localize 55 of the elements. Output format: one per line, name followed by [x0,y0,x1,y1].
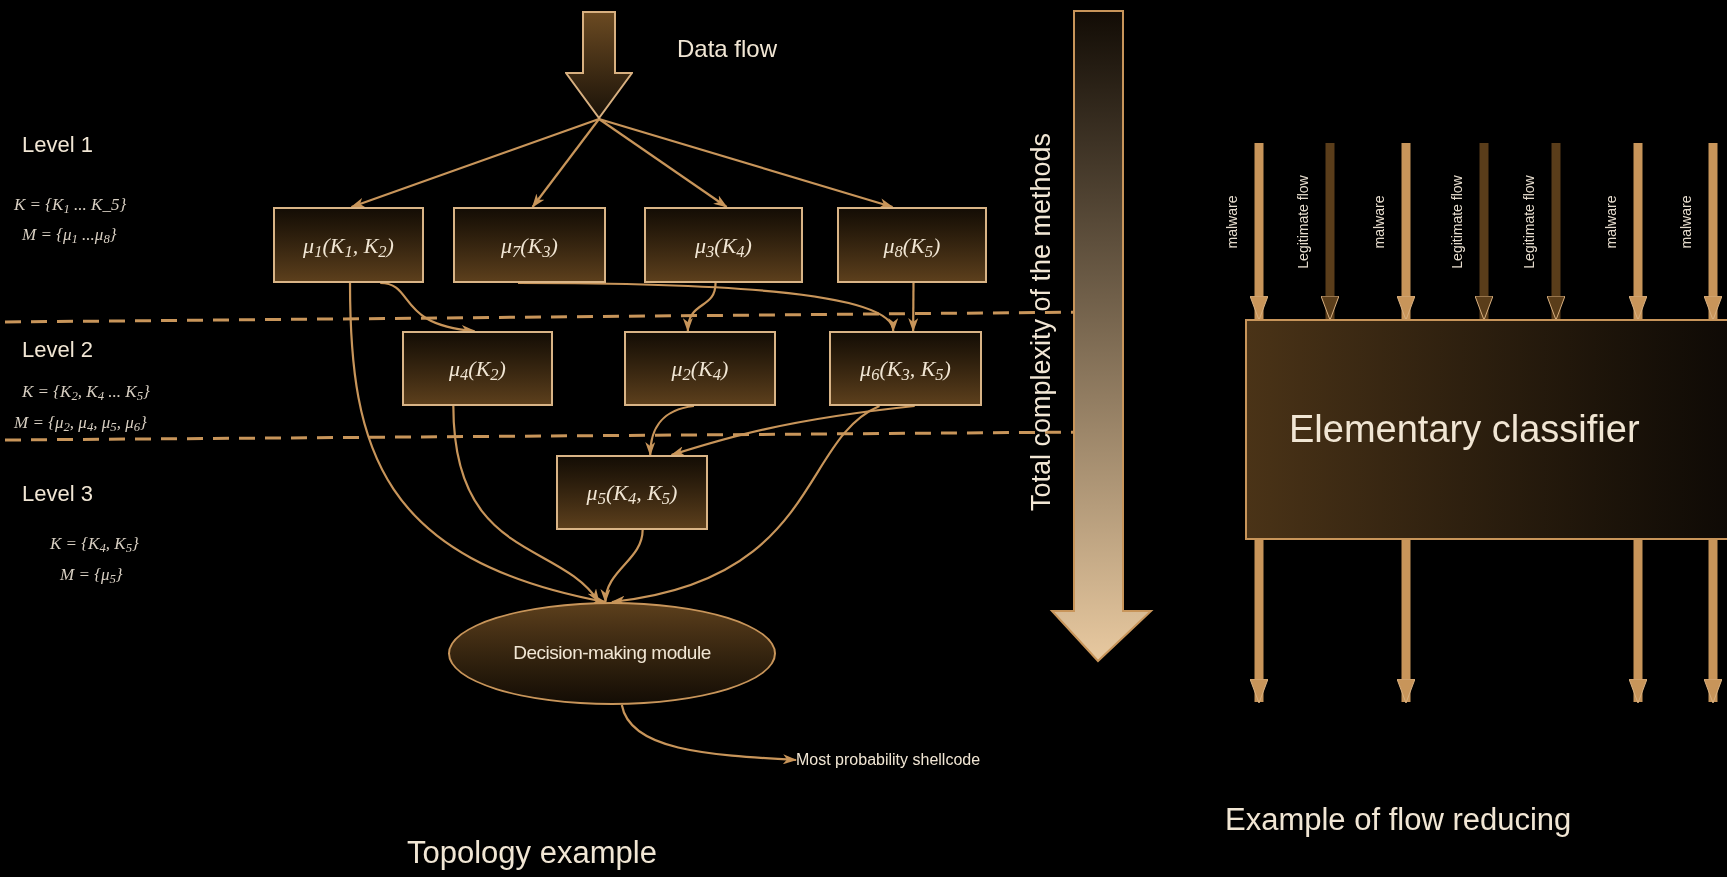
arrow [1396,143,1416,321]
method-box: μ$_{1}$(K$_{1}$, K$_{2}$) [273,207,424,283]
level-label: Level 2 [22,336,93,364]
decision-ellipse: Decision-making module [448,602,776,705]
arrow [598,118,728,208]
set-formula: M = {μ$_{1}$ ...μ$_{8}$} [22,224,117,248]
edge-label: malware [1369,195,1388,249]
set-formula: K = {K$_{1}$ ... K_5} [14,194,127,218]
arrow [598,117,894,209]
arrow [620,704,797,765]
arrow [683,282,717,332]
output-text: Most probability shellcode [796,745,1096,775]
section-title: Topology example [407,834,657,872]
method-box: μ$_{6}$(K$_{3}$, K$_{5}$) [829,331,982,406]
section-title: Example of flow reducing [1225,801,1572,839]
arrow [611,405,881,605]
flow-caption: Data flow [677,34,778,64]
level-label: Level 3 [22,480,93,508]
arrow [1546,143,1566,321]
method-box: μ$_{3}$(K$_{4}$) [644,207,803,283]
arrow [1703,540,1723,704]
arrow [1249,143,1269,321]
axis-label: Total complexity of the methods [1024,132,1057,512]
classifier-box: Elementary classifier [1245,319,1727,540]
arrow [350,117,600,209]
method-box: μ$_{8}$(K$_{5}$) [837,207,987,283]
arrow [1320,143,1340,321]
edge-label: malware [1601,195,1620,249]
method-box: μ$_{5}$(K$_{4}$, K$_{5}$) [556,455,708,530]
arrow [452,405,600,603]
arrow [1474,143,1494,321]
set-formula: K = {K$_{2}$, K$_{4}$ ... K$_{5}$} [22,381,150,405]
method-box: μ$_{2}$(K$_{4}$) [624,331,776,406]
arrow [348,282,607,604]
edge-label: Legitimate flow [1519,175,1538,269]
arrow [601,529,644,603]
arrow [670,404,915,457]
set-formula: M = {μ$_{5}$} [60,564,123,588]
arrow [1703,143,1723,321]
edge-label: malware [1676,195,1695,249]
arrow [531,118,600,208]
edge-label: Legitimate flow [1447,175,1466,269]
set-formula: M = {μ$_{2}$, μ$_{4}$, μ$_{5}$, μ$_{6}$} [14,412,147,436]
arrow [645,404,695,456]
method-box: μ$_{4}$(K$_{2}$) [402,331,553,406]
set-formula: K = {K$_{4}$, K$_{5}$} [50,533,139,557]
arrow [908,283,919,332]
arrow [1628,540,1648,704]
edge-label: Legitimate flow [1293,175,1312,269]
arrow [1396,540,1416,704]
arrow [1249,540,1269,704]
method-box: μ$_{7}$(K$_{3}$) [453,207,606,283]
arrow [1628,143,1648,321]
edge-label: malware [1222,195,1241,249]
level-label: Level 1 [22,131,93,159]
